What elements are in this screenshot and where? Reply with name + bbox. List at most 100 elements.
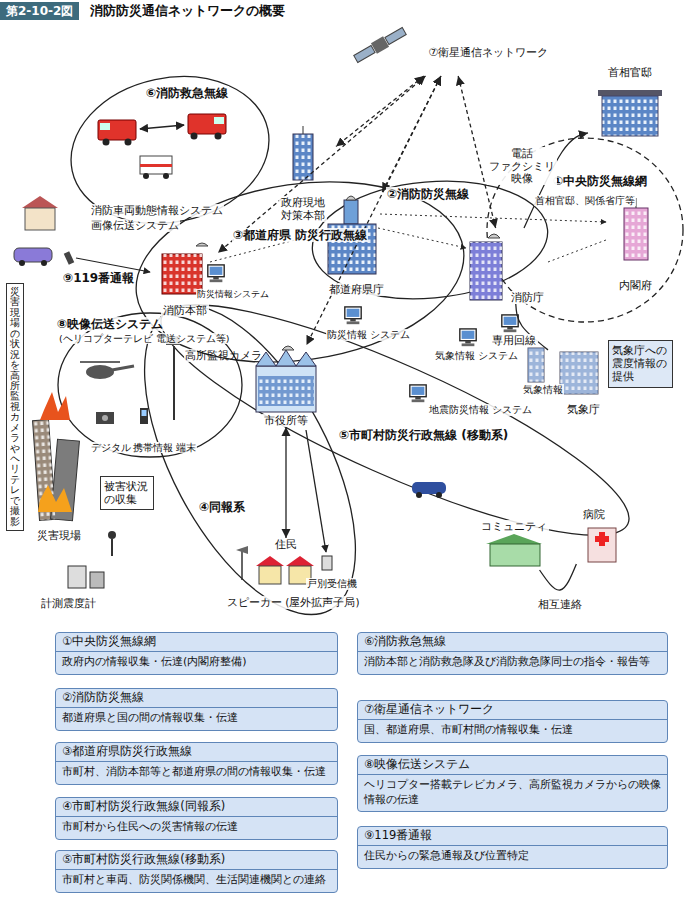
government-buildings (488, 234, 500, 238)
city-hall-building (256, 350, 316, 366)
legend-heading: ⑤市町村防災行政無線(移動系) (56, 851, 337, 870)
residents-houses (322, 556, 332, 570)
annotation-label: 気象情報 システム (434, 350, 519, 362)
node-label: 住民 (273, 538, 299, 551)
dotted-links (210, 214, 606, 262)
monitor-camera-helicopter (142, 410, 147, 416)
monitor-camera-helicopter (173, 346, 175, 420)
monitor-camera-helicopter (86, 365, 114, 379)
fire-trucks (140, 125, 184, 129)
legend-box: ②消防防災無線都道府県と国の間の情報収集・伝達 (55, 688, 338, 731)
note-box: 被害状況の収集 (100, 476, 154, 510)
satellite (354, 46, 375, 63)
annotation-label: 首相官邸、関係省庁等 (534, 195, 636, 206)
car-community-hospital (416, 492, 422, 498)
fire-trucks (125, 139, 132, 146)
residents-houses (259, 566, 281, 584)
fire-trucks (140, 164, 172, 167)
annotation-label: ①中央防災無線網 (552, 174, 648, 188)
fire-station-building (162, 254, 202, 294)
caller-house-car (41, 260, 47, 266)
node-label: 内閣府 (617, 279, 654, 292)
legend-body: 国、都道府県、市町村間の情報収集・伝達 (358, 720, 667, 742)
computers (460, 329, 476, 346)
disaster-site (111, 539, 113, 556)
legend-heading: ⑦衛星通信ネットワーク (358, 701, 667, 720)
annotation-label: 防災情報 システム (326, 329, 411, 341)
note-box: 気象庁への震度情報の提供 (608, 340, 673, 388)
dotted-links (548, 240, 606, 262)
node-label: 災害現場 (35, 529, 83, 542)
building-node: 災害現場 (28, 392, 90, 542)
government-buildings (624, 208, 648, 260)
annotation-label: 携帯情報 端末 (132, 442, 197, 453)
government-buildings (470, 242, 502, 300)
building-node: 政府現地 対策本部 (270, 124, 336, 222)
residents-houses (286, 556, 314, 566)
caller-house-car (64, 251, 75, 264)
legend-box: ⑦衛星通信ネットワーク国、都道府県、市町村間の情報収集・伝達 (357, 700, 668, 743)
government-buildings (303, 126, 304, 134)
node-label: ⑦衛星通信ネットワーク (426, 46, 550, 59)
fire-trucks (103, 139, 110, 146)
monitor-camera-helicopter (80, 336, 180, 424)
annotation-label: 画像伝送システム (90, 219, 180, 232)
car-community-hospital (595, 536, 609, 542)
car-community-hospital (436, 492, 442, 498)
government-buildings (346, 196, 356, 200)
building-node: 内閣府 (606, 196, 664, 292)
car-community-hospital (490, 544, 540, 566)
meteorological-buildings (528, 348, 544, 382)
fire-station-building (162, 243, 208, 294)
legend-body: 都道府県と国の間の情報収集・伝達 (56, 708, 337, 730)
figure-number: 第2-10-2図 (0, 2, 79, 20)
government-buildings (624, 208, 648, 260)
building-node: 消防庁 (464, 228, 546, 304)
network-ellipses (487, 138, 683, 322)
legend-heading: ④市町村防災行政無線(同報系) (56, 798, 337, 817)
fire-trucks (98, 114, 226, 179)
legend-body: 市町村から住民への災害情報の伝達 (56, 817, 337, 839)
city-hall-building (282, 346, 294, 350)
annotation-label: (ヘリコプターテレビ 電送システム等) (58, 333, 230, 344)
annotation-label: ⑧映像伝送システム (56, 317, 164, 331)
annotation-label: ⑤市町村防災行政無線 (移動系) (338, 428, 509, 442)
government-buildings (602, 96, 658, 136)
building-node: 都道府県庁 (318, 192, 394, 296)
network-ellipses (58, 313, 242, 457)
legend-body: 住民からの緊急通報及び位置特定 (358, 846, 667, 868)
city-hall-building (258, 376, 314, 406)
node-label: 気象庁への震度情報の提供 (612, 344, 669, 384)
annotation-label: 消防車両動態情報システム (90, 204, 224, 217)
disaster-site (90, 572, 104, 588)
meteorological-buildings (560, 352, 598, 394)
node-label: 首相官邸 (606, 66, 654, 79)
figure-title: 消防防災通信ネットワークの概要 (90, 3, 285, 19)
dotted-links (378, 228, 466, 248)
connector-label: 相互連絡 (536, 598, 584, 611)
legend-body: 政府内の情報収集・伝達(内閣府整備) (56, 652, 337, 674)
legend-box: ⑧映像伝送システムヘリコプター搭載テレビカメラ、高所監視カメラからの映像情報の伝… (357, 755, 668, 812)
annotation-label: 防災情報システム (196, 289, 270, 300)
network-ellipses (57, 59, 683, 647)
monitor-camera-helicopter (102, 415, 108, 421)
building-node: 市役所等 (250, 345, 322, 427)
annotation-label: ④同報系 (198, 500, 246, 514)
building-node: コミュニティ (476, 520, 552, 570)
connector (540, 564, 577, 590)
building-node: 計測震度計 (20, 558, 116, 610)
government-buildings (293, 90, 662, 300)
caller-house-car (14, 248, 52, 262)
residents-houses (306, 430, 326, 552)
legend-box: ⑥消防救急無線消防本部と消防救急隊及び消防救急隊同士の指令・報告等 (357, 632, 668, 675)
network-ellipses (124, 162, 475, 382)
legend-heading: ⑧映像伝送システム (358, 756, 667, 775)
caller-house-car (19, 260, 25, 266)
connector-label: 電話 ファクシミリ 映像 (487, 147, 557, 185)
disaster-site (108, 531, 116, 539)
monitor-camera-helicopter (80, 361, 120, 363)
caller-house-car (25, 208, 55, 230)
car-community-hospital (486, 534, 542, 544)
legend-body: ヘリコプター搭載テレビカメラ、高所監視カメラからの映像情報の伝達 (358, 775, 667, 812)
